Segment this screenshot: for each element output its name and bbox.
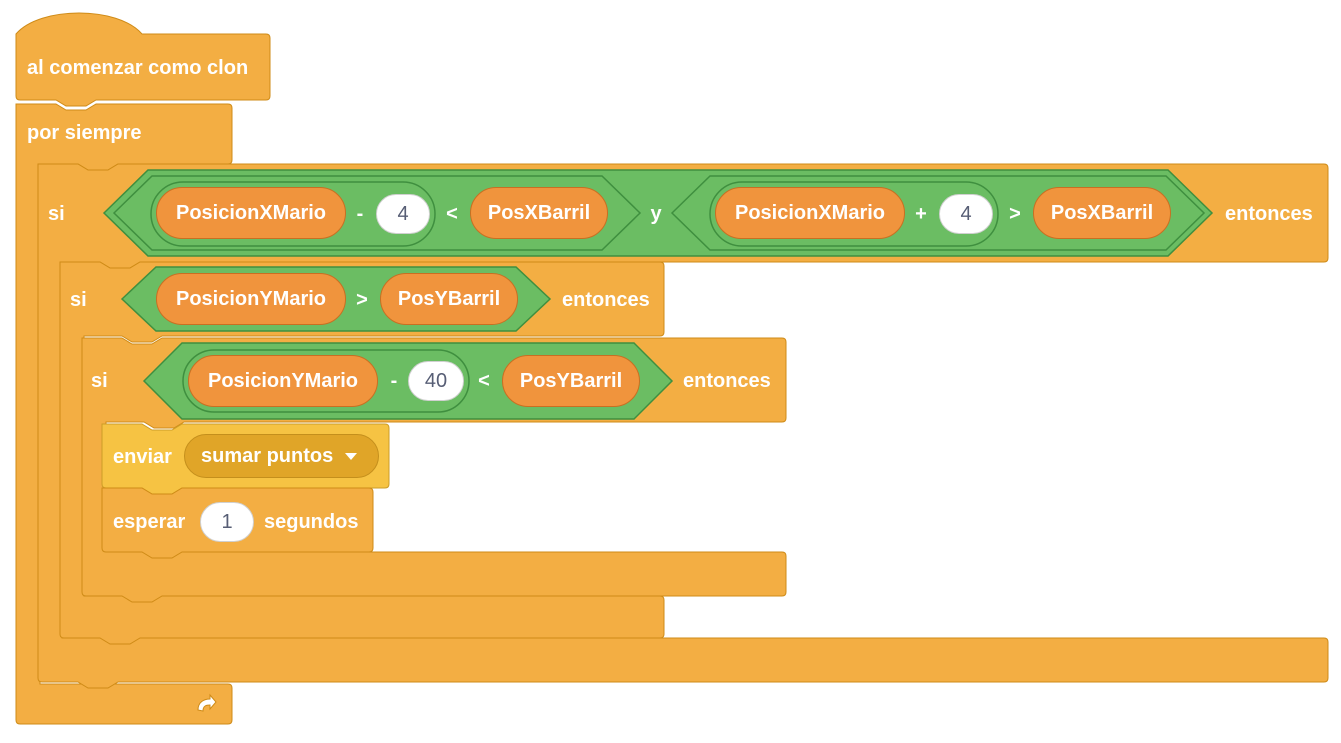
number-value: 40 bbox=[424, 369, 448, 392]
variable-posicionymario-2[interactable]: PosicionYMario bbox=[188, 355, 378, 407]
if1-si-label: si bbox=[48, 203, 65, 225]
number-input-40[interactable]: 40 bbox=[408, 361, 464, 401]
less-than-label: < bbox=[446, 203, 458, 225]
variable-posicionxmario-right[interactable]: PosicionXMario bbox=[715, 187, 905, 239]
variable-posxbarril-left[interactable]: PosXBarril bbox=[470, 187, 608, 239]
if1-entonces-label: entonces bbox=[1225, 203, 1313, 225]
number-value: 4 bbox=[397, 202, 409, 225]
if2-si-label: si bbox=[70, 289, 87, 311]
broadcast-message-text: sumar puntos bbox=[201, 444, 334, 467]
wait-seconds-input[interactable]: 1 bbox=[200, 502, 254, 542]
number-value: 4 bbox=[960, 202, 972, 225]
number-input-4-left[interactable]: 4 bbox=[376, 194, 430, 234]
variable-posxbarril-right[interactable]: PosXBarril bbox=[1033, 187, 1171, 239]
wait-label: esperar bbox=[113, 511, 186, 533]
and-word-label: y bbox=[650, 203, 662, 225]
number-input-4-right[interactable]: 4 bbox=[939, 194, 993, 234]
if2-entonces-label: entonces bbox=[562, 289, 650, 311]
loop-arrow-icon bbox=[197, 693, 217, 712]
broadcast-message-dropdown[interactable]: sumar puntos bbox=[184, 434, 379, 478]
greater-than-label-y: > bbox=[356, 289, 368, 311]
hat-block-when-start-as-clone[interactable] bbox=[15, 12, 271, 107]
wait-seconds-value: 1 bbox=[221, 510, 233, 533]
plus-operator-label: + bbox=[915, 203, 927, 225]
if3-si-label: si bbox=[91, 370, 108, 392]
less-than-label-2: < bbox=[478, 370, 490, 392]
variable-posybarril-2[interactable]: PosYBarril bbox=[502, 355, 640, 407]
hat-label: al comenzar como clon bbox=[27, 57, 249, 79]
if3-entonces-label: entonces bbox=[683, 370, 771, 392]
minus-operator-label-2: - bbox=[390, 370, 398, 392]
forever-label: por siempre bbox=[27, 122, 142, 144]
variable-posicionymario[interactable]: PosicionYMario bbox=[156, 273, 346, 325]
chevron-down-icon bbox=[345, 452, 358, 460]
wait-unit-label: segundos bbox=[264, 511, 359, 533]
greater-than-label: > bbox=[1009, 203, 1021, 225]
variable-posicionxmario-left[interactable]: PosicionXMario bbox=[156, 187, 346, 239]
variable-posybarril[interactable]: PosYBarril bbox=[380, 273, 518, 325]
minus-operator-label: - bbox=[356, 203, 364, 225]
broadcast-label: enviar bbox=[113, 446, 172, 468]
